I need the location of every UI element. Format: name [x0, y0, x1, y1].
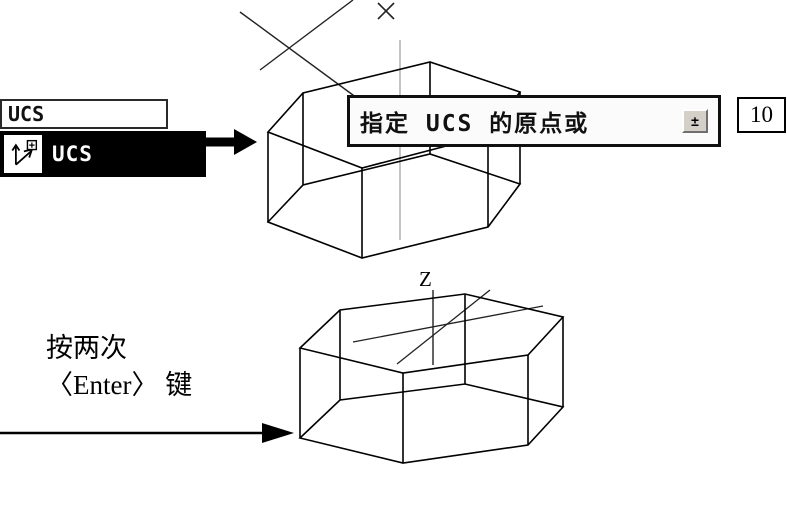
menu-item-ucs-label: UCS: [52, 142, 93, 166]
ucs-axis-line-1: [239, 11, 358, 99]
instruction-line-2: 〈Enter〉 键: [46, 370, 193, 400]
dynamic-input-tooltip: 指定 UCS 的原点或 ±: [347, 95, 721, 147]
instruction-line-1: 按两次: [46, 333, 127, 363]
tooltip-expand-button[interactable]: ±: [682, 109, 708, 133]
dynamic-input-value-field[interactable]: 10: [737, 97, 786, 133]
y-axis-line: [396, 289, 491, 365]
instruction-text: 按两次 〈Enter〉 键: [46, 330, 192, 404]
ucs-command-input[interactable]: [0, 99, 168, 129]
pointer-arrow-top: [190, 129, 257, 155]
pointer-arrow-bottom: [0, 423, 294, 443]
menu-item-ucs[interactable]: UCS: [0, 131, 206, 177]
hex-prism-top: [266, 61, 522, 259]
ucs-axis-line-2: [259, 0, 354, 71]
z-axis-label: Z: [419, 270, 432, 291]
hex-prism-bottom-figure: Z: [298, 270, 565, 464]
ucs-axis-icon: [4, 135, 42, 173]
axis-cross-marker: [377, 2, 395, 20]
tooltip-prompt-text: 指定 UCS 的原点或: [360, 111, 590, 137]
hex-prism-bottom: [298, 293, 565, 464]
